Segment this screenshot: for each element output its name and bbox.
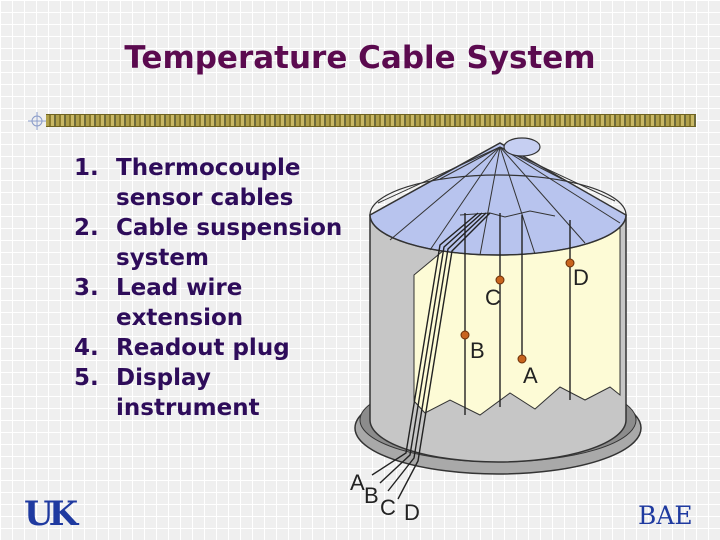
list-item: 2. Cable suspension system xyxy=(74,213,344,273)
sensor-b xyxy=(460,330,470,340)
sensor-points xyxy=(460,258,575,364)
label-b-bottom: B xyxy=(364,483,379,508)
list-number: 1. xyxy=(74,155,99,181)
list-item: 3. Lead wire extension xyxy=(74,273,344,333)
footer-bae: BAE xyxy=(638,501,693,530)
list-item: 1. Thermocouple sensor cables xyxy=(74,153,344,213)
label-c-inside: C xyxy=(485,285,501,310)
list-number: 5. xyxy=(74,365,99,391)
label-a-inside: A xyxy=(523,363,538,388)
list-item: 5. Display instrument xyxy=(74,363,344,423)
label-b-inside: B xyxy=(470,338,485,363)
uk-logo: UK xyxy=(24,494,78,534)
sensor-cables xyxy=(464,213,571,415)
grain-bin-diagram: D C B A A B C D xyxy=(350,137,642,525)
component-list: 1. Thermocouple sensor cables 2. Cable sus… xyxy=(74,153,344,423)
lead-wires xyxy=(371,212,491,500)
slide-title: Temperature Cable System xyxy=(124,40,596,76)
list-text: Display instrument xyxy=(116,365,260,421)
roof-eave xyxy=(369,174,627,256)
label-d-inside: D xyxy=(573,265,589,290)
roof-vent xyxy=(503,137,541,157)
list-item: 4. Readout plug xyxy=(74,333,344,363)
sensor-a xyxy=(517,354,527,364)
list-text: Lead wire extension xyxy=(116,275,244,331)
label-d-bottom: D xyxy=(404,500,420,525)
title-divider-bar xyxy=(46,114,696,127)
label-a-bottom: A xyxy=(350,470,365,495)
list-text: Readout plug xyxy=(116,335,290,361)
title-rule-marker xyxy=(28,112,46,130)
list-text: Thermocouple sensor cables xyxy=(116,155,301,211)
list-number: 4. xyxy=(74,335,99,361)
sensor-c xyxy=(495,275,505,285)
list-text: Cable suspension system xyxy=(116,215,343,271)
list-number: 2. xyxy=(74,215,99,241)
sensor-d xyxy=(565,258,575,268)
label-c-bottom: C xyxy=(380,495,396,520)
list-number: 3. xyxy=(74,275,99,301)
grain-top-cut xyxy=(459,210,556,218)
